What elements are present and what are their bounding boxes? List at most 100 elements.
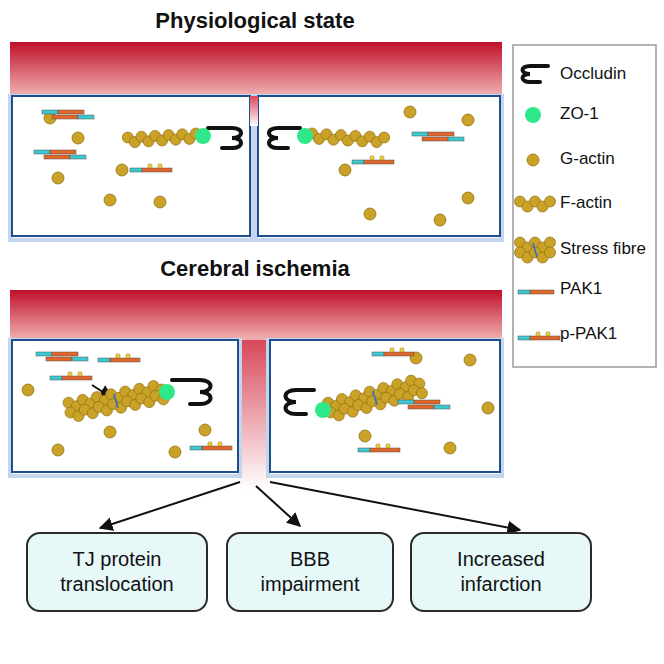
cross-link bbox=[533, 243, 537, 257]
g-actin bbox=[22, 384, 34, 396]
zo-1 bbox=[195, 128, 211, 144]
g-actin bbox=[52, 444, 64, 456]
panel-heading: Physiological state bbox=[155, 8, 354, 34]
pak1-segment bbox=[358, 448, 370, 452]
pak1-segment bbox=[414, 400, 440, 404]
phosphate bbox=[400, 348, 404, 352]
f-actin bbox=[416, 388, 427, 399]
pak1-segment bbox=[58, 110, 84, 114]
g-actin bbox=[364, 208, 376, 220]
phosphate bbox=[380, 156, 384, 160]
occludin bbox=[208, 128, 241, 148]
paracellular-gap bbox=[240, 340, 268, 490]
pak1-segment bbox=[422, 137, 448, 141]
outcome-box: Increased infarction bbox=[410, 532, 592, 612]
pak1-segment bbox=[42, 110, 58, 114]
zo-1 bbox=[315, 402, 331, 418]
phosphate bbox=[386, 444, 390, 448]
occludin bbox=[269, 128, 300, 148]
pak1-segment bbox=[62, 376, 92, 380]
arrow bbox=[100, 482, 240, 528]
pak1-segment bbox=[202, 446, 232, 450]
legend-text: F-actin bbox=[560, 193, 612, 213]
cell-frame bbox=[10, 96, 252, 240]
pak1-segment bbox=[434, 405, 450, 409]
box-text: BBB impairment bbox=[238, 547, 382, 597]
pak1-segment bbox=[364, 160, 394, 164]
outcome-box: BBB impairment bbox=[226, 532, 394, 612]
pak1-segment bbox=[518, 290, 530, 294]
arrow bbox=[256, 486, 300, 526]
pak1-segment bbox=[530, 290, 554, 294]
phosphate bbox=[218, 442, 222, 446]
pak1-segment bbox=[372, 352, 384, 356]
pak1-segment bbox=[70, 155, 86, 159]
pak1-segment bbox=[384, 352, 414, 356]
g-actin bbox=[462, 192, 474, 204]
g-actin bbox=[52, 172, 64, 184]
g-actin bbox=[104, 194, 116, 206]
pak1-segment bbox=[46, 357, 72, 361]
pak1-segment bbox=[72, 357, 88, 361]
g-actin bbox=[527, 154, 539, 166]
pak1-segment bbox=[190, 446, 202, 450]
pak1-segment bbox=[44, 155, 70, 159]
f-actin bbox=[545, 196, 556, 207]
phosphate bbox=[158, 164, 162, 168]
blood-vessel bbox=[10, 290, 502, 342]
pak1-segment bbox=[398, 400, 414, 404]
g-actin bbox=[444, 442, 456, 454]
f-actin bbox=[545, 237, 556, 248]
zo-1 bbox=[159, 384, 175, 400]
occludin-symbol bbox=[523, 66, 549, 82]
g-actin bbox=[404, 106, 416, 118]
endothelial-cell bbox=[270, 340, 500, 472]
legend-text: G-actin bbox=[560, 149, 615, 169]
phosphate bbox=[126, 354, 130, 358]
arrow bbox=[270, 482, 520, 530]
phosphate bbox=[116, 354, 120, 358]
pak1-segment bbox=[408, 405, 434, 409]
pak1-segment bbox=[142, 168, 172, 172]
pak1-segment bbox=[36, 352, 52, 356]
paracellular-gap bbox=[250, 96, 258, 126]
panel-heading: Cerebral ischemia bbox=[160, 256, 350, 282]
phosphate bbox=[148, 164, 152, 168]
blood-vessel bbox=[10, 42, 502, 98]
g-actin bbox=[169, 446, 181, 458]
pak1-segment bbox=[428, 132, 454, 136]
g-actin bbox=[199, 424, 211, 436]
cross-link bbox=[373, 391, 377, 405]
endothelial-cell bbox=[12, 96, 250, 236]
pak1-segment bbox=[518, 336, 530, 340]
f-actin bbox=[379, 132, 390, 143]
pak1-segment bbox=[530, 336, 560, 340]
pak1-segment bbox=[412, 132, 428, 136]
g-actin bbox=[462, 114, 474, 126]
pak1-segment bbox=[34, 150, 50, 154]
pak1-segment bbox=[110, 358, 140, 362]
g-actin bbox=[464, 354, 476, 366]
legend-frame bbox=[513, 45, 656, 367]
phosphate bbox=[78, 372, 82, 376]
cell-frame bbox=[10, 340, 240, 476]
occludin bbox=[172, 380, 211, 404]
pak1-segment bbox=[52, 352, 78, 356]
g-actin bbox=[72, 132, 84, 144]
zo-1 bbox=[525, 107, 541, 123]
phosphate bbox=[390, 348, 394, 352]
pak1-segment bbox=[50, 150, 76, 154]
legend-text: ZO-1 bbox=[560, 104, 599, 124]
legend-text: Occludin bbox=[560, 64, 626, 84]
legend-text: p-PAK1 bbox=[560, 324, 617, 344]
phosphate bbox=[536, 332, 540, 336]
pak1-segment bbox=[370, 448, 400, 452]
legend-text: PAK1 bbox=[560, 279, 602, 299]
endothelial-cell bbox=[12, 340, 238, 472]
cell-frame bbox=[256, 96, 502, 240]
phosphate bbox=[546, 332, 550, 336]
occludin bbox=[286, 390, 315, 414]
g-actin bbox=[359, 430, 371, 442]
box-text: TJ protein translocation bbox=[38, 547, 196, 597]
phosphate bbox=[68, 372, 72, 376]
